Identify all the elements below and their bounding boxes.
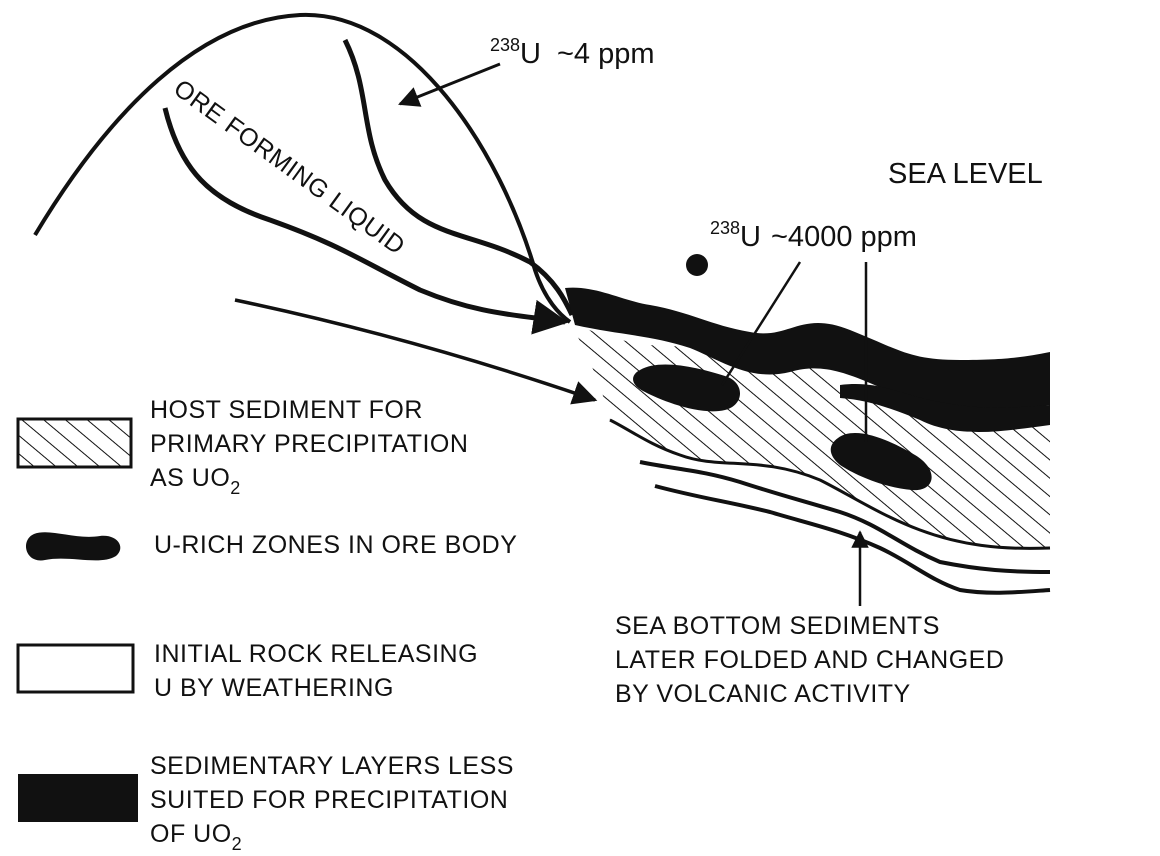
ore-liquid-flow-upper — [342, 38, 575, 317]
sedimentary-layer-fragment — [840, 383, 1050, 432]
legend-swatch-black — [18, 774, 138, 822]
legend-initial-line2: U BY WEATHERING — [154, 674, 394, 702]
legend-host-line3: AS UO2 — [150, 464, 241, 498]
legend-host-line1: HOST SEDIMENT FOR — [150, 396, 423, 424]
ore-liquid-flow-lower — [162, 107, 569, 335]
legend-urich: U-RICH ZONES IN ORE BODY — [154, 531, 517, 559]
sedimentary-layer-black — [565, 287, 1050, 412]
sea-level-label: SEA LEVEL — [888, 158, 1043, 190]
u-high-label: 238U~4000 ppm — [710, 218, 917, 253]
sea-bottom-line1: SEA BOTTOM SEDIMENTS — [615, 612, 940, 640]
u-rich-zone-1 — [633, 364, 740, 412]
mountain-outline — [33, 12, 572, 324]
legend-swatch-hatched — [16, 417, 133, 469]
u-low-label: 238U~4 ppm — [490, 35, 655, 70]
legend-initial-line1: INITIAL ROCK RELEASING — [154, 640, 478, 668]
legend-sedi-line3: OF UO2 — [150, 820, 242, 854]
u-rich-zone-2 — [830, 433, 932, 491]
sea-bottom-line3: BY VOLCANIC ACTIVITY — [615, 680, 911, 708]
sea-bottom-line-1 — [639, 460, 1051, 574]
sea-bottom-line-2 — [654, 484, 1051, 595]
black-dot — [686, 254, 708, 276]
pointer-u-high-left — [720, 261, 802, 386]
host-sediment-lower-edge — [609, 418, 1051, 550]
legend-sedi-line2: SUITED FOR PRECIPITATION — [150, 786, 508, 814]
pointer-u-low — [398, 62, 501, 107]
legend-swatch-blob — [26, 532, 121, 561]
legend-host-line2: PRIMARY PRECIPITATION — [150, 430, 468, 458]
legend-sedi-line1: SEDIMENTARY LAYERS LESS — [150, 752, 514, 780]
sea-bottom-line2: LATER FOLDED AND CHANGED — [615, 646, 1004, 674]
ore-liquid-flow-bottom — [234, 298, 598, 405]
ore-forming-liquid-label: ORE FORMING LIQUID — [168, 74, 410, 260]
legend-swatch-white — [16, 643, 135, 694]
